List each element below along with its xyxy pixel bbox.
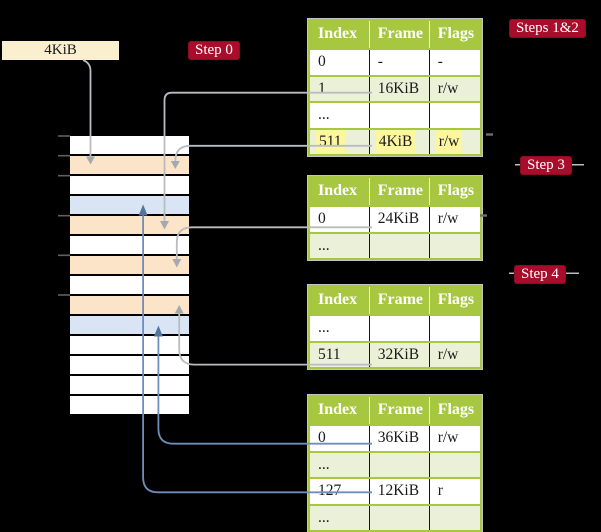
col-header-flags: Flags xyxy=(428,178,480,205)
memory-frame-row xyxy=(70,256,189,274)
frame-size-label: 4KiB xyxy=(2,41,119,60)
cell-flags: r/w xyxy=(437,429,459,446)
table-row: 127 12KiB r xyxy=(310,477,480,504)
cell-index: ... xyxy=(318,236,330,254)
cell-flags: r/w xyxy=(435,129,463,153)
table-row: 1 16KiB r/w xyxy=(310,74,480,101)
table-row: 0 24KiB r/w xyxy=(310,205,480,232)
cell-index: 127 xyxy=(318,482,342,499)
cell-index: 511 xyxy=(318,345,341,363)
table-header-row: Index Frame Flags xyxy=(310,397,480,424)
cell-index: 0 xyxy=(318,429,326,446)
cell-index: ... xyxy=(318,508,330,526)
memory-frame-row xyxy=(70,316,189,334)
memory-frame-row xyxy=(70,136,189,154)
memory-frame-row xyxy=(70,396,189,414)
physical-memory-column xyxy=(70,136,189,416)
steps12-label: Steps 1&2 xyxy=(509,19,586,38)
table-row: ... xyxy=(310,314,480,341)
memory-frame-row xyxy=(70,356,189,374)
table-row: ... xyxy=(310,101,480,128)
cell-frame: 16KiB xyxy=(377,79,420,97)
table-row: 0 - - xyxy=(310,48,480,75)
cell-frame: 24KiB xyxy=(377,210,420,227)
cell-flags: r/w xyxy=(437,345,459,363)
cell-flags: r xyxy=(437,482,443,499)
col-header-frame: Frame xyxy=(368,397,429,424)
cell-flags: r/w xyxy=(437,79,459,97)
col-header-index: Index xyxy=(318,25,358,42)
memory-frame-row xyxy=(70,376,189,394)
cell-frame: - xyxy=(377,53,383,70)
cell-frame: 4KiB xyxy=(375,129,416,153)
cell-flags: - xyxy=(437,53,443,70)
col-header-index: Index xyxy=(318,291,358,308)
cell-index: 511 xyxy=(316,129,345,153)
memory-frame-row xyxy=(70,156,189,174)
table-row-highlighted: 511 4KiB r/w xyxy=(310,127,480,154)
memory-frame-row xyxy=(70,276,189,294)
cell-frame: 36KiB xyxy=(377,429,420,446)
col-header-index: Index xyxy=(318,182,358,199)
col-header-frame: Frame xyxy=(368,287,429,314)
col-header-index: Index xyxy=(318,401,358,418)
col-header-flags: Flags xyxy=(428,397,480,424)
table-row: 511 32KiB r/w xyxy=(310,340,480,367)
table-header-row: Index Frame Flags xyxy=(310,178,480,205)
table-header-row: Index Frame Flags xyxy=(310,287,480,314)
memory-scale-ticks xyxy=(58,135,70,296)
page-table-step-4-lower: Index Frame Flags 0 36KiB r/w ... 127 12… xyxy=(308,395,482,532)
table-row: ... xyxy=(310,231,480,258)
cell-frame: 32KiB xyxy=(377,345,420,363)
page-table-steps-1-2: Index Frame Flags 0 - - 1 16KiB r/w ... … xyxy=(308,19,482,156)
page-table-step-3: Index Frame Flags 0 24KiB r/w ... xyxy=(308,176,482,260)
step3-label: Step 3 xyxy=(520,156,572,175)
memory-frame-row xyxy=(70,216,189,234)
cell-flags: r/w xyxy=(437,210,459,227)
cell-index: ... xyxy=(318,319,330,336)
col-header-flags: Flags xyxy=(428,21,480,48)
cell-frame: 12KiB xyxy=(377,482,420,499)
col-header-frame: Frame xyxy=(368,178,429,205)
memory-frame-row xyxy=(70,296,189,314)
table-row: ... xyxy=(310,503,480,530)
cell-index: 1 xyxy=(318,79,326,97)
memory-frame-row xyxy=(70,336,189,354)
col-header-frame: Frame xyxy=(368,21,429,48)
table-header-row: Index Frame Flags xyxy=(310,21,480,48)
memory-frame-row xyxy=(70,196,189,214)
memory-frame-row xyxy=(70,236,189,254)
cell-index: ... xyxy=(318,455,330,473)
table-row: ... xyxy=(310,450,480,477)
cell-index: ... xyxy=(318,106,330,123)
step4-label: Step 4 xyxy=(514,265,566,284)
cell-index: 0 xyxy=(318,210,326,227)
step0-label: Step 0 xyxy=(188,41,240,60)
table-row: 0 36KiB r/w xyxy=(310,424,480,451)
memory-frame-row xyxy=(70,176,189,194)
page-table-step-4-upper: Index Frame Flags ... 511 32KiB r/w xyxy=(308,285,482,369)
cell-index: 0 xyxy=(318,53,326,70)
col-header-flags: Flags xyxy=(428,287,480,314)
